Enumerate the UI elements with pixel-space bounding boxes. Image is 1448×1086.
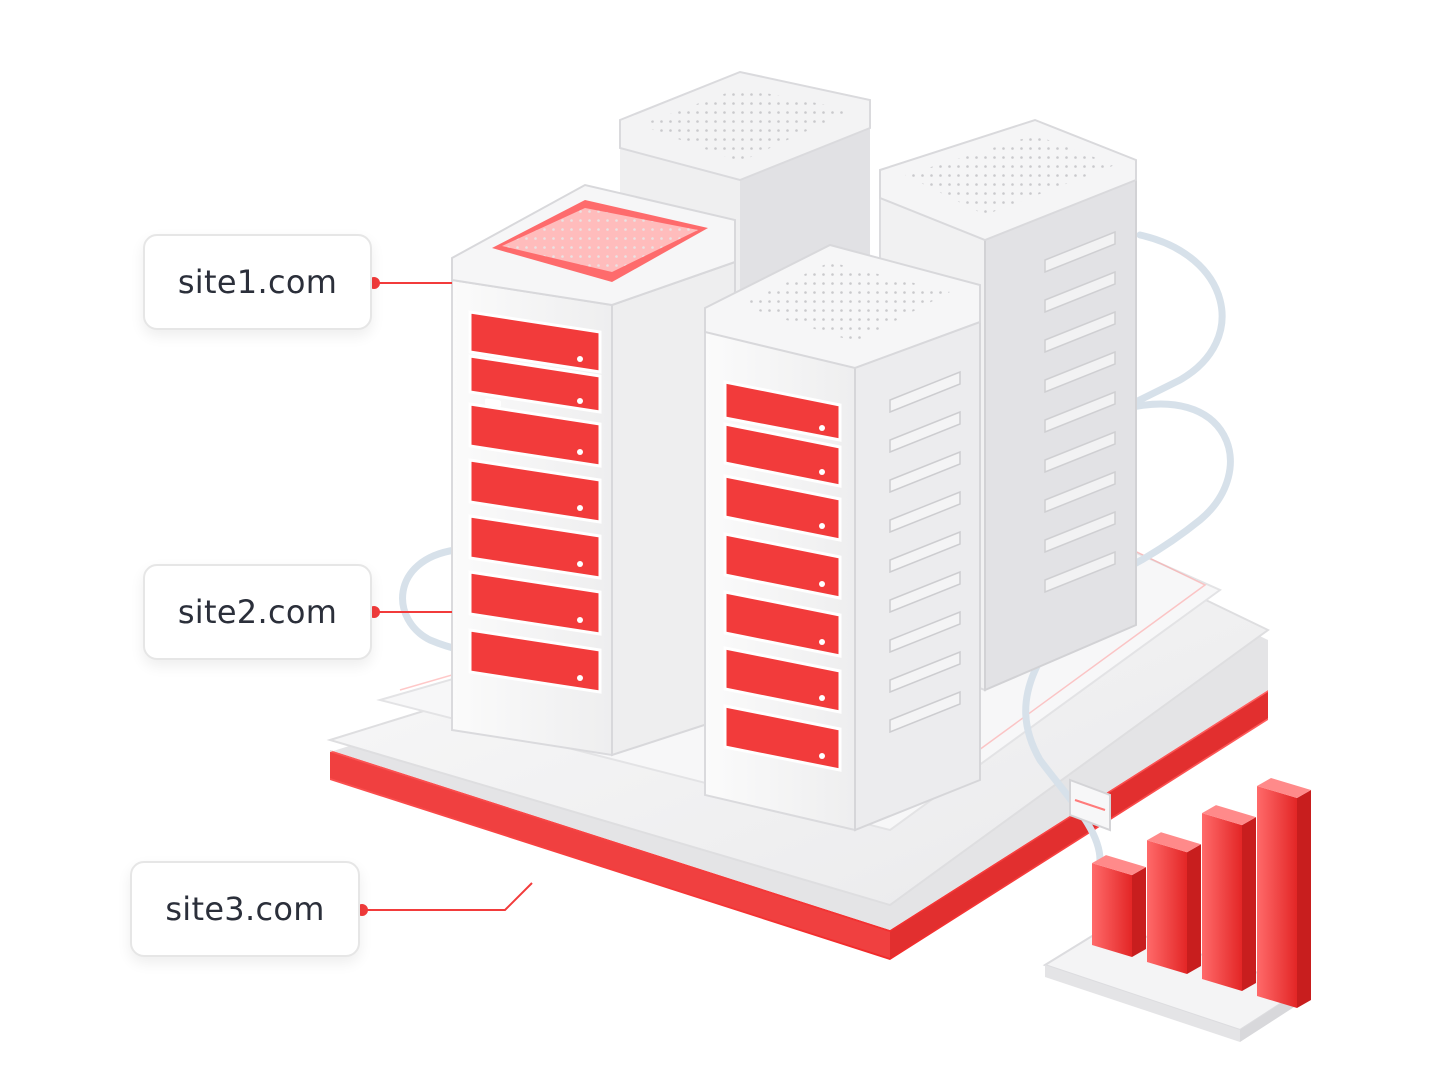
mini-chart-bar xyxy=(1147,840,1187,974)
bar-chart-icon xyxy=(1042,778,1311,1042)
mini-chart-bar xyxy=(1092,863,1132,957)
mini-chart-bar xyxy=(1202,813,1242,991)
mini-chart-bar-top xyxy=(1092,855,1146,876)
mini-chart-bar-top xyxy=(1202,805,1256,826)
cable-connector xyxy=(1069,778,1111,832)
drive-bays-left xyxy=(468,310,602,694)
mini-chart-bar-side xyxy=(1132,867,1146,957)
mini-chart-bar xyxy=(1257,786,1297,1008)
site-label-2: site2.com xyxy=(143,564,372,660)
drive-bays-right xyxy=(723,380,842,772)
mini-chart-bar-top xyxy=(1257,778,1311,798)
mini-chart-bar-side xyxy=(1242,817,1256,991)
mini-chart-bar-top xyxy=(1147,832,1201,853)
server-tower-back-left xyxy=(619,70,871,300)
mini-chart-bar-side xyxy=(1187,844,1201,974)
mini-chart-bar-side xyxy=(1297,790,1311,1008)
site-label-3: site3.com xyxy=(130,861,360,957)
site-label-1: site1.com xyxy=(143,234,372,330)
